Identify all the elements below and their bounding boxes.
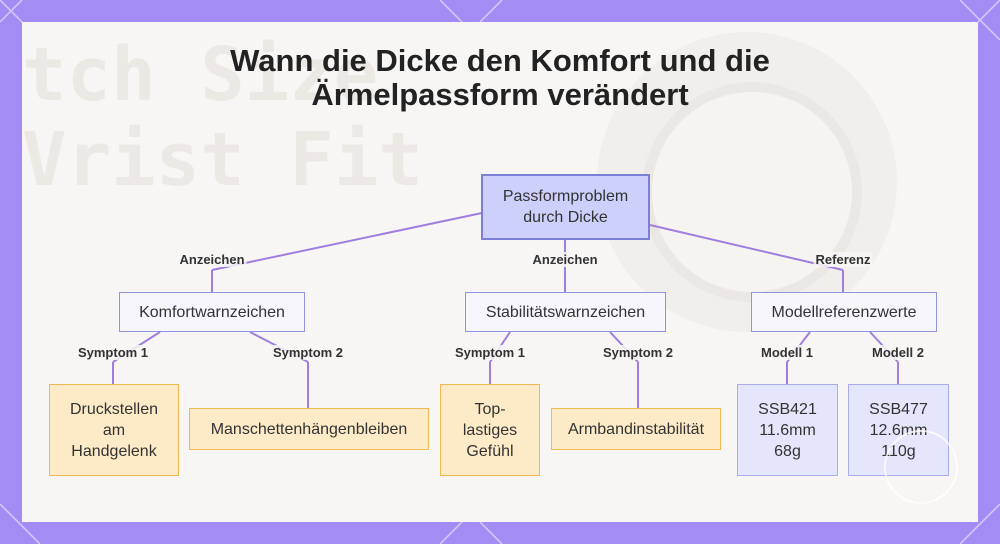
node-comfort-symptom-2: Manschettenhängenbleiben [189, 408, 429, 450]
node-comfort: Komfortwarnzeichen [119, 292, 305, 332]
node-stability-symptom-2: Armbandinstabilität [551, 408, 721, 450]
watermark-seal-icon [884, 430, 958, 504]
background-text-line-1: tch Size [22, 32, 379, 118]
edge-label-reference-m2: Modell 2 [869, 345, 927, 360]
edge-root-reference [649, 224, 844, 271]
node-stability-symptom-1: Top-lastiges Gefühl [440, 384, 540, 476]
node-comfort-label: Komfortwarnzeichen [139, 303, 285, 321]
title-line-2: Ärmelpassform verändert [311, 77, 689, 112]
edge-label-root-reference: Referenz [813, 252, 873, 267]
node-root-label: Passformproblem durch Dicke [502, 188, 629, 226]
node-comfort-symptom-2-label: Manschettenhängenbleiben [210, 420, 408, 438]
edge-label-root-comfort: Anzeichen [177, 252, 247, 267]
edge-label-comfort-s1: Symptom 1 [75, 345, 151, 360]
node-model-1-label: SSB421 11.6mm 68g [758, 400, 817, 460]
edge-label-root-stability: Anzeichen [530, 252, 600, 267]
node-reference: Modellreferenzwerte [751, 292, 937, 332]
background-text-line-2: Vrist Fit [22, 117, 423, 203]
edge-root-comfort [211, 212, 483, 271]
node-model-1: SSB421 11.6mm 68g [737, 384, 838, 476]
edge-label-comfort-s2: Symptom 2 [270, 345, 346, 360]
node-comfort-symptom-1: Druckstellen am Handgelenk [49, 384, 179, 476]
node-stability-label: Stabilitätswarnzeichen [485, 303, 646, 321]
edge-label-reference-m1: Modell 1 [758, 345, 816, 360]
edge-label-stability-s2: Symptom 2 [600, 345, 676, 360]
node-root: Passformproblem durch Dicke [481, 174, 650, 240]
node-stability-symptom-2-label: Armbandinstabilität [567, 420, 705, 438]
node-stability: Stabilitätswarnzeichen [465, 292, 666, 332]
node-comfort-symptom-1-label: Druckstellen am Handgelenk [69, 400, 159, 460]
node-reference-label: Modellreferenzwerte [771, 303, 917, 321]
node-stability-symptom-1-label: Top-lastiges Gefühl [462, 400, 518, 460]
edge-label-stability-s1: Symptom 1 [452, 345, 528, 360]
title-line-1: Wann die Dicke den Komfort und die [230, 43, 770, 78]
diagram-title: Wann die Dicke den Komfort und die Ärmel… [0, 44, 1000, 112]
